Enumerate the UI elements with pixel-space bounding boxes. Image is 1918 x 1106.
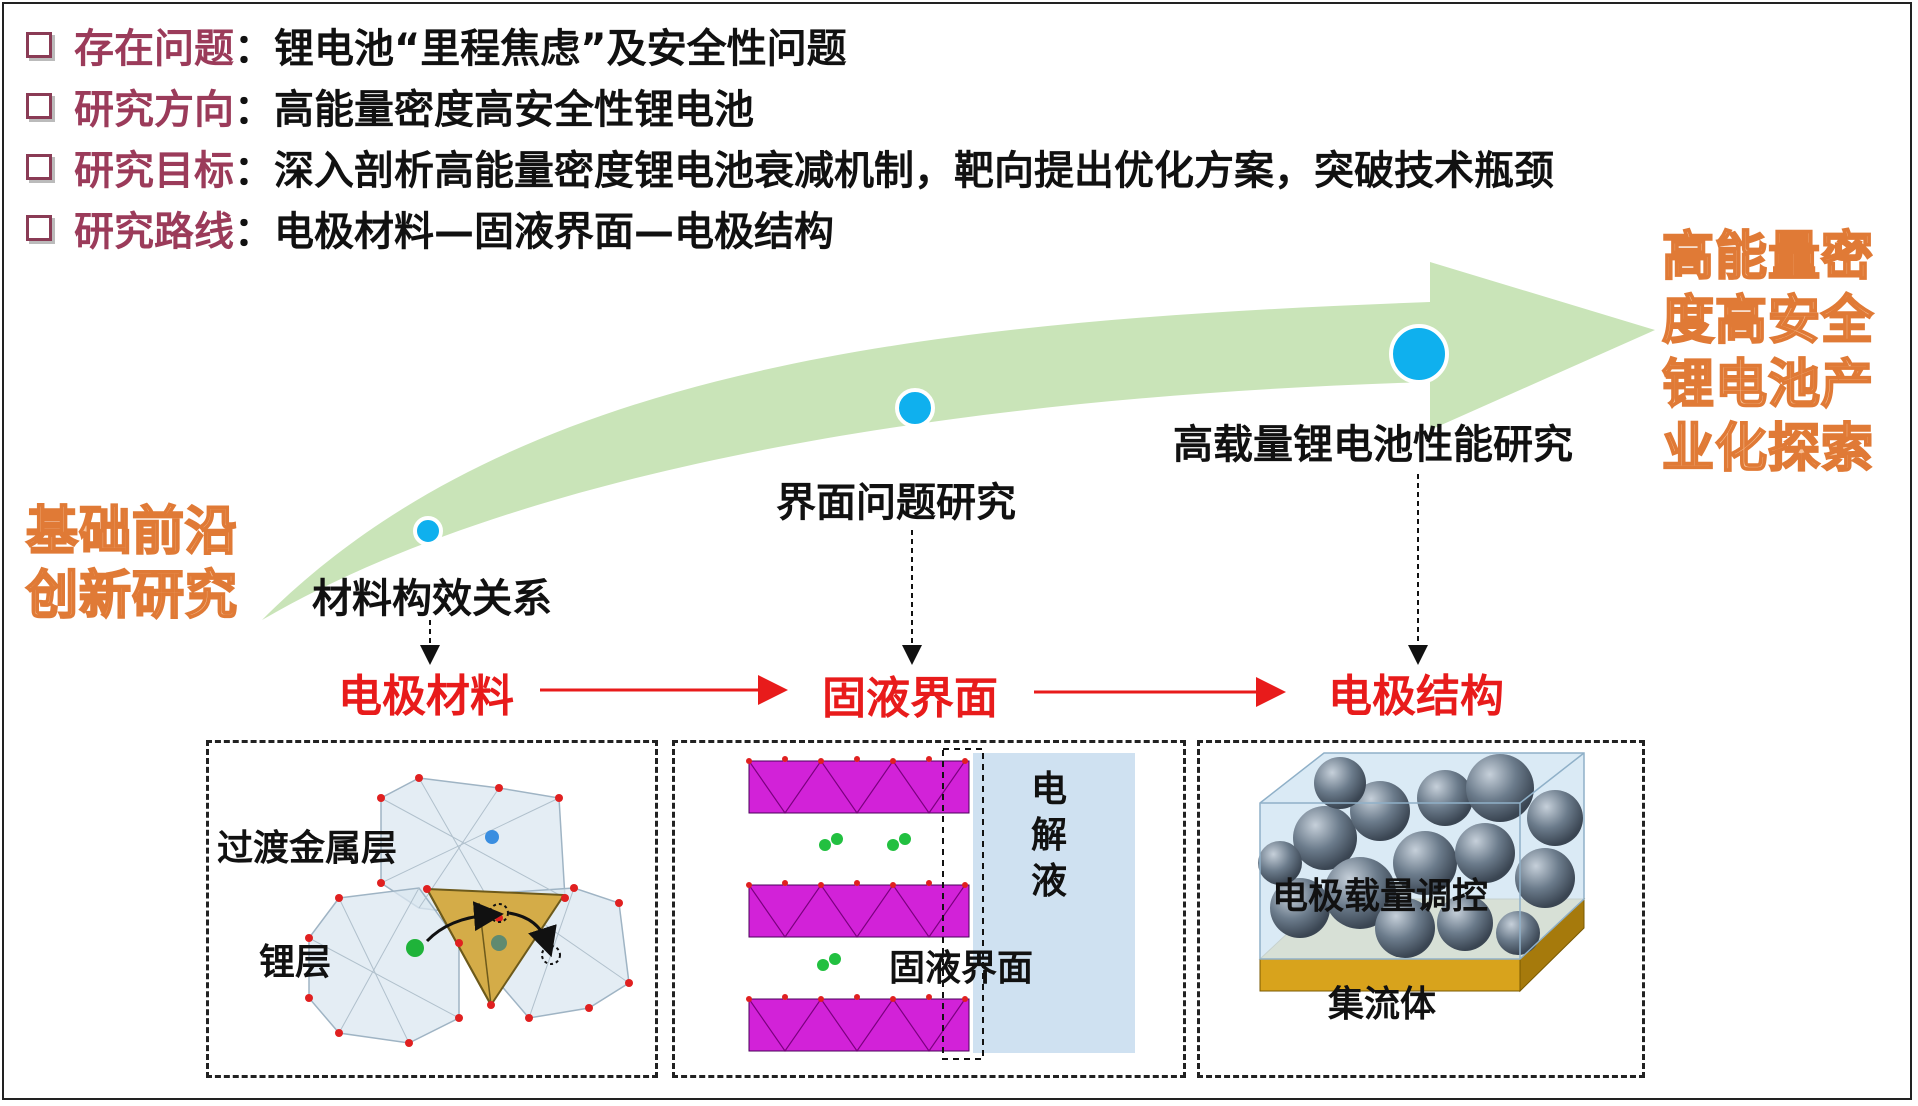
milestone-dot-large (1389, 324, 1449, 384)
start-label-line: 基础前沿 (25, 501, 239, 563)
interface-boundary (942, 748, 984, 1060)
bullet-label: 存在问题 (74, 25, 234, 72)
electrode-cube-illustration (1258, 752, 1586, 993)
bullet-text: ：高能量密度高安全性锂电池 (234, 86, 754, 133)
bullet-label: 研究目标 (74, 147, 234, 194)
end-label-line: 度高安全 (1661, 290, 1875, 352)
bullet-text: ：锂电池“里程焦虑”及安全性问题 (234, 25, 847, 72)
bullet-list: 存在问题 ：锂电池“里程焦虑”及安全性问题 研究方向 ：高能量密度高安全性锂电池… (26, 14, 1554, 258)
bullet-problem: 存在问题 ：锂电池“里程焦虑”及安全性问题 (26, 14, 1554, 75)
checkbox-icon (26, 92, 52, 119)
label-transition-metal-layer: 过渡金属层 (217, 828, 398, 869)
electrolyte-char: 解 (1031, 815, 1068, 856)
label-electrolyte: 电 解 液 (1031, 767, 1067, 905)
checkbox-icon (26, 31, 52, 58)
bullet-text: ：深入剖析高能量密度锂电池衰减机制，靶向提出优化方案，突破技术瓶颈 (234, 147, 1554, 194)
stage-solid-liquid-interface: 固液界面 (822, 673, 998, 724)
electrolyte-char: 电 (1031, 769, 1068, 810)
milestone-material: 材料构效关系 (312, 576, 552, 622)
electrolyte-region (973, 753, 1135, 1053)
panel-material: 过渡金属层 锂层 (206, 740, 658, 1078)
electrolyte-char: 液 (1031, 861, 1068, 902)
bullet-label: 研究路线 (74, 208, 234, 255)
layered-structure-illustration (746, 748, 984, 1060)
panel-structure: 电极载量调控 集流体 (1197, 740, 1645, 1078)
bullet-route: 研究路线 ：电极材料—固液界面—电极结构 (26, 197, 1554, 258)
checkbox-icon (26, 214, 52, 241)
end-label: 高能量密 度高安全 锂电池产 业化探索 (1661, 225, 1875, 481)
milestone-loading: 高载量锂电池性能研究 (1173, 422, 1573, 468)
milestone-dot-medium (895, 388, 935, 428)
bullet-direction: 研究方向 ：高能量密度高安全性锂电池 (26, 75, 1554, 136)
end-label-line: 锂电池产 (1661, 354, 1875, 416)
panel-interface: 电 解 液 固液界面 (672, 740, 1186, 1078)
milestone-interface: 界面问题研究 (776, 480, 1016, 526)
end-label-line: 高能量密 (1661, 226, 1875, 288)
label-electrode-loading: 电极载量调控 (1272, 876, 1489, 917)
end-label-line: 业化探索 (1661, 418, 1875, 480)
stage-electrode-structure: 电极结构 (1328, 671, 1504, 722)
label-lithium-layer: 锂层 (259, 942, 332, 983)
bullet-text: ：电极材料—固液界面—电极结构 (234, 208, 834, 255)
checkbox-icon (26, 153, 52, 180)
start-label: 基础前沿 创新研究 (25, 500, 239, 628)
milestone-dot-small (413, 516, 443, 546)
crystal-structure-illustration (305, 774, 633, 1047)
stage-electrode-material: 电极材料 (338, 671, 514, 722)
start-label-line: 创新研究 (25, 565, 239, 627)
label-current-collector: 集流体 (1328, 984, 1437, 1025)
bullet-label: 研究方向 (74, 86, 234, 133)
lithium-atom-icon (406, 939, 424, 957)
metal-atom-icon (485, 830, 499, 844)
label-interface: 固液界面 (889, 948, 1034, 989)
bullet-goal: 研究目标 ：深入剖析高能量密度锂电池衰减机制，靶向提出优化方案，突破技术瓶颈 (26, 136, 1554, 197)
